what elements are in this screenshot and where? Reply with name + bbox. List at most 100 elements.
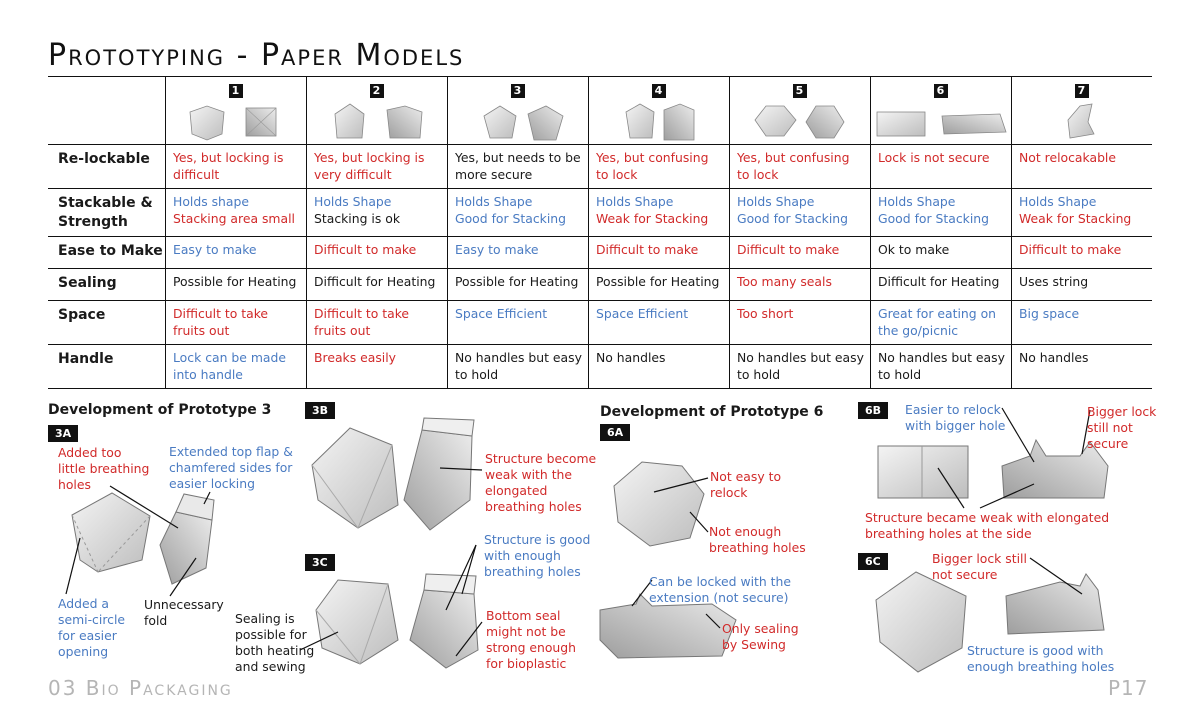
column-number-4: 4 xyxy=(651,84,666,98)
table-cell: Lock is not secure xyxy=(878,150,990,165)
photo-6b xyxy=(877,438,1109,499)
table-row-divider xyxy=(48,268,1152,269)
table-column-divider xyxy=(306,76,307,388)
table-cell: No handles xyxy=(1019,350,1089,365)
thumbnail-2 xyxy=(334,103,423,139)
table-cell: Difficult to make xyxy=(737,242,840,257)
thumbnail-4 xyxy=(625,103,695,141)
column-number-3: 3 xyxy=(510,84,525,98)
table-cell: Breaks easily xyxy=(314,350,396,365)
table-cell: Space Efficient xyxy=(596,306,689,321)
footer-section: 03 Bio Packaging xyxy=(48,676,233,700)
table-cell: Too short xyxy=(737,306,794,321)
table-row-divider xyxy=(48,344,1152,345)
table-cell: Possible for Heating xyxy=(173,274,297,289)
leader-lines xyxy=(65,407,1091,657)
table-cell: Possible for Heating xyxy=(455,274,579,289)
table-cell: Space Efficient xyxy=(455,306,548,321)
table-column-divider xyxy=(165,76,166,388)
footer-page-number: P17 xyxy=(1108,676,1149,700)
dev3-heading: Development of Prototype 3 xyxy=(48,402,272,418)
column-number-5: 5 xyxy=(792,84,807,98)
thumbnail-1 xyxy=(189,105,277,141)
table-cell: Difficult to make xyxy=(314,242,417,257)
tag-6b: 6B xyxy=(858,402,889,419)
table-cell: Possible for Heating xyxy=(596,274,720,289)
table-cell: Easy to make xyxy=(455,242,539,257)
tag-6c: 6C xyxy=(858,553,888,570)
photo-3c xyxy=(315,573,479,669)
page-title: Prototyping - Paper Models xyxy=(48,38,465,73)
row-label: Sealing xyxy=(58,275,117,291)
table-column-divider xyxy=(588,76,589,388)
thumbnail-3 xyxy=(483,105,564,141)
table-cell: Uses string xyxy=(1019,274,1089,289)
table-row-divider xyxy=(48,236,1152,237)
table-column-divider xyxy=(1011,76,1012,388)
table-cell: Not relocakable xyxy=(1019,150,1117,165)
table-column-divider xyxy=(447,76,448,388)
photo-3a xyxy=(71,492,215,585)
table-cell: No handles xyxy=(596,350,666,365)
table-cell: Ok to make xyxy=(878,242,950,257)
row-label: Stackable &Strength xyxy=(58,195,153,230)
table-cell: Difficult to make xyxy=(1019,242,1122,257)
table-cell: Too many seals xyxy=(737,274,832,289)
table-row-divider xyxy=(48,388,1152,389)
column-number-2: 2 xyxy=(369,84,384,98)
photo-3b xyxy=(311,417,475,531)
tag-3c: 3C xyxy=(305,554,335,571)
table-row-divider xyxy=(48,188,1152,189)
table-row-divider xyxy=(48,300,1152,301)
row-label: Ease to Make xyxy=(58,243,163,259)
column-number-7: 7 xyxy=(1074,84,1089,98)
column-number-6: 6 xyxy=(933,84,948,98)
tag-3a: 3A xyxy=(48,425,79,442)
row-label: Re-lockable xyxy=(58,151,150,167)
table-row-divider xyxy=(48,144,1152,145)
thumbnail-7 xyxy=(1067,103,1095,139)
thumbnail-5 xyxy=(754,105,845,139)
row-label: Handle xyxy=(58,351,114,367)
table-column-divider xyxy=(870,76,871,388)
dev6-heading: Development of Prototype 6 xyxy=(600,404,824,420)
tag-3b: 3B xyxy=(305,402,336,419)
table-cell: Difficult for Heating xyxy=(314,274,436,289)
table-cell: Easy to make xyxy=(173,242,257,257)
thumbnail-6 xyxy=(876,111,1007,137)
photo-6a xyxy=(599,461,737,659)
row-label: Space xyxy=(58,307,106,323)
